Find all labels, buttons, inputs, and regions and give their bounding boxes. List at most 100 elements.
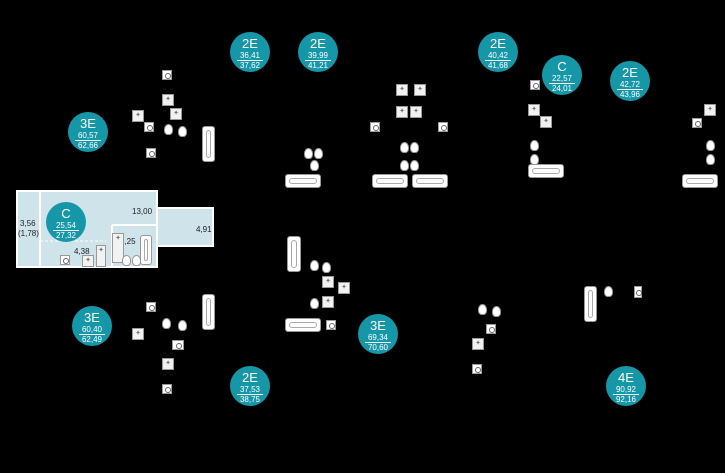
apartment-area-living: 37,53 xyxy=(237,385,263,395)
sink-icon xyxy=(692,118,702,128)
bathtub-icon xyxy=(682,174,718,188)
bathtub-icon xyxy=(372,174,408,188)
apartment-badge[interactable]: 2E 39,99 41,21 xyxy=(298,32,338,72)
toilet-icon xyxy=(706,140,715,151)
toilet-icon xyxy=(164,124,173,135)
apartment-badge[interactable]: C 22,57 24,01 xyxy=(542,55,582,95)
label-bath: 3,25 xyxy=(120,237,136,246)
sink-icon xyxy=(162,384,172,394)
toilet-icon xyxy=(478,304,487,315)
toilet-icon xyxy=(410,160,419,171)
apartment-badge[interactable]: 2E 37,53 38,75 xyxy=(230,366,270,406)
bathtub-icon xyxy=(202,294,215,330)
toilet-icon xyxy=(706,154,715,165)
apartment-type: C xyxy=(557,59,567,74)
apartment-area-living: 60,57 xyxy=(75,131,101,141)
stove-icon xyxy=(132,110,144,122)
apartment-area-living: 40,42 xyxy=(485,51,511,61)
apartment-area-living: 39,99 xyxy=(305,51,331,61)
studio-floor-plan[interactable]: 13,00 4,91 3,25 4,38 3,56 (1,78) xyxy=(16,189,216,269)
sink-icon xyxy=(438,122,448,132)
apartment-area-total: 38,75 xyxy=(239,395,261,404)
label-loggia-b: (1,78) xyxy=(18,229,39,238)
apartment-area-living: 60,40 xyxy=(79,325,105,335)
apartment-badge-selected[interactable]: C 25,54 27,32 xyxy=(46,202,86,242)
apartment-badge[interactable]: 2E 36,41 37,62 xyxy=(230,32,270,72)
apartment-badge[interactable]: 3E 60,57 62,66 xyxy=(68,112,108,152)
sink-icon xyxy=(144,122,154,132)
label-room-main: 13,00 xyxy=(132,207,153,216)
apartment-area-total: 62,49 xyxy=(81,335,103,344)
toilet-icon xyxy=(492,306,501,317)
toilet-icon xyxy=(400,142,409,153)
apartment-type: 2E xyxy=(490,36,506,51)
toilet-icon xyxy=(178,126,187,137)
apartment-badge[interactable]: 4E 90,92 92,16 xyxy=(606,366,646,406)
toilet-icon xyxy=(122,255,131,266)
stove-icon xyxy=(704,104,716,116)
toilet-icon xyxy=(310,260,319,271)
apartment-area-living: 36,41 xyxy=(237,51,263,61)
apartment-badge[interactable]: 2E 42,72 43,96 xyxy=(610,61,650,101)
stove-icon xyxy=(414,84,426,96)
toilet-icon xyxy=(604,286,613,297)
stove-icon xyxy=(322,296,334,308)
toilet-icon xyxy=(314,148,323,159)
stove-icon xyxy=(162,358,174,370)
stove-icon xyxy=(528,104,540,116)
label-hall: 4,38 xyxy=(74,247,90,256)
apartment-badge[interactable]: 3E 60,40 62,49 xyxy=(72,306,112,346)
apartment-area-living: 25,54 xyxy=(53,221,79,231)
apartment-area-total: 27,32 xyxy=(55,231,77,240)
stove-icon xyxy=(322,276,334,288)
toilet-icon xyxy=(322,262,331,273)
stove-icon xyxy=(410,106,422,118)
toilet-icon xyxy=(410,142,419,153)
apartment-type: 3E xyxy=(84,310,100,325)
washbasin-icon xyxy=(132,255,141,266)
label-loggia-a: 3,56 xyxy=(20,219,36,228)
stove-icon xyxy=(338,282,350,294)
apartment-area-living: 69,34 xyxy=(365,333,391,343)
apartment-badge[interactable]: 2E 40,42 41,68 xyxy=(478,32,518,72)
sink-icon xyxy=(60,255,70,265)
toilet-icon xyxy=(530,140,539,151)
apartment-area-total: 92,16 xyxy=(615,395,637,404)
label-balcony: 4,91 xyxy=(196,225,212,234)
apartment-area-total: 43,96 xyxy=(619,90,641,99)
bathtub-icon xyxy=(285,174,321,188)
bathtub-icon xyxy=(285,318,321,332)
sink-icon xyxy=(172,340,184,350)
sink-icon xyxy=(162,70,172,80)
apartment-area-total: 70,60 xyxy=(367,343,389,352)
sink-icon xyxy=(486,324,496,334)
apartment-type: 2E xyxy=(242,370,258,385)
apartment-area-total: 62,66 xyxy=(77,141,99,150)
bathtub-icon xyxy=(287,236,301,272)
apartment-area-total: 41,68 xyxy=(487,61,509,70)
bathtub-icon xyxy=(528,164,564,178)
apartment-area-total: 24,01 xyxy=(551,84,573,93)
toilet-icon xyxy=(310,160,319,171)
sink-icon xyxy=(472,364,482,374)
stove-icon xyxy=(540,116,552,128)
stove-icon xyxy=(472,338,484,350)
apartment-area-living: 22,57 xyxy=(549,74,575,84)
apartment-type: C xyxy=(61,206,71,221)
bathtub-icon xyxy=(412,174,448,188)
fridge-icon xyxy=(96,245,106,267)
sink-icon xyxy=(326,320,336,330)
apartment-type: 2E xyxy=(310,36,326,51)
sink-icon xyxy=(146,302,156,312)
stove-icon xyxy=(170,108,182,120)
stove-icon xyxy=(82,255,94,267)
sink-icon xyxy=(634,286,642,298)
apartment-badge[interactable]: 3E 69,34 70,60 xyxy=(358,314,398,354)
toilet-icon xyxy=(178,320,187,331)
apartment-type: 4E xyxy=(618,370,634,385)
apartment-type: 3E xyxy=(80,116,96,131)
apartment-area-living: 90,92 xyxy=(613,385,639,395)
stair-icon xyxy=(112,233,124,263)
toilet-icon xyxy=(310,298,319,309)
bathtub-icon xyxy=(584,286,597,322)
